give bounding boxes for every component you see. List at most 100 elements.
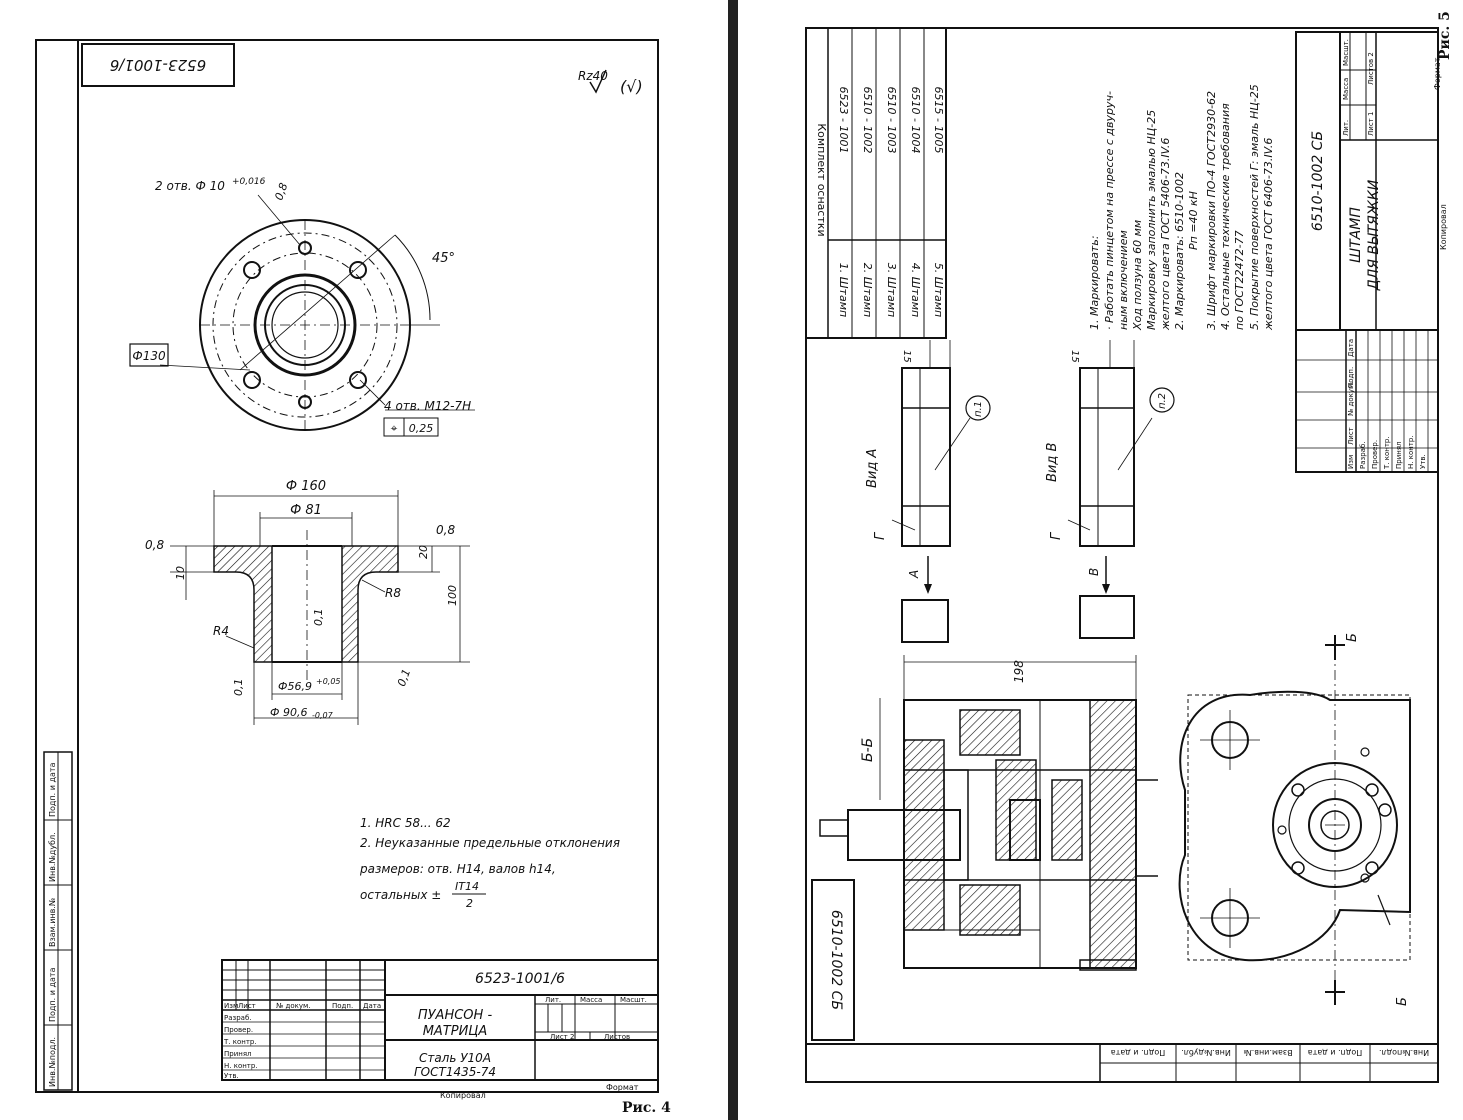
left-tb-row-4: Принял [224,1050,252,1058]
right-tb-col-sign: Подп. [1347,367,1355,388]
right-tb-row-6: Утв. [1419,454,1427,469]
roughness-symbol [589,69,607,94]
right-note-3: ным включением [1117,230,1130,330]
left-tb-part-name-1: ПУАНСОН - [418,1008,493,1023]
note-fraction-num: IT14 [455,880,479,893]
radius-r4: R4 [213,624,229,638]
view-b [1067,340,1175,639]
right-bottom-strip: Подп. и дата Инв.№дубл. Взам.инв.№ Подп.… [1099,1044,1438,1082]
radius-r8: R8 [385,586,401,600]
dim-160: Ф 160 [286,479,326,494]
dim-10: 10 [174,566,187,580]
right-tb-row-2: Провер. [1371,440,1379,469]
left-side-label-2: Подп. и дата [48,967,57,1022]
dim-90-6-tol: -0,07 [312,711,334,720]
position-tol-box [403,417,439,437]
kit-item-3-number: 6510 - 1003 [885,87,898,154]
left-tb-material-2: ГОСТ1435-74 [414,1065,496,1079]
view-a-label: Вид А [865,449,880,488]
left-tb-col-doc: № докум. [276,1002,311,1010]
left-side-label-3: Взам.инв.№ [48,897,57,947]
right-strip-label-3: Взам.инв.№ [1243,1048,1293,1057]
threads-callout: 4 отв. М12-7Н [384,399,471,413]
angle-dimension: 45° [432,251,455,266]
left-side-label-5: Подп. и дата [48,762,57,817]
book-gutter [728,0,738,1120]
left-tb-row-1: Разраб. [224,1014,252,1022]
right-tb-row-4: Принял [1395,441,1403,469]
right-stamp-box [811,879,855,1041]
right-note-13: желтого цвета ГОСТ 6406-73.IV.6 [1262,138,1275,331]
right-note-6: желтого цвета ГОСТ 5406-73.IV.6 [1159,138,1172,331]
cut-label-b-top: Б [1345,633,1360,642]
flange-section-view [170,490,470,725]
arrow-a-label: А [907,570,921,579]
left-tb-col-date: Дата [363,1002,381,1010]
right-notes: 1. Маркировать: · Работать пинцетом на п… [1088,84,1275,331]
left-tb-mass: Масса [580,996,602,1004]
kit-item-3-name: 3. Штамп [885,263,898,317]
right-tb-row-1: Разраб. [1359,441,1367,469]
right-note-4: Ход ползуна 60 мм [1131,220,1144,331]
diameter-130: Ф130 [132,349,166,363]
right-title-block: Изм Лист № докум. Подп. Дата Разраб. Про… [1295,31,1439,473]
right-tb-lit: Лит. [1342,120,1350,136]
right-tb-col-izm: Изм [1347,455,1355,469]
right-tb-col-doc: № докум. [1347,381,1355,416]
left-stamp-number: 6523-1001/6 [110,56,206,74]
right-tb-col-date: Дата [1347,339,1355,357]
kit-item-5-name: 5. Штамп [932,263,945,317]
label-g2: Г [1049,531,1064,540]
rough-01-inner: 0,1 [312,609,325,627]
roughness-alt: (√) [620,77,643,96]
left-tb-sheets: Листов [604,1033,630,1041]
holes-tolerance: +0,016 [232,177,266,187]
left-side-label-1: Инв.№подл. [48,1037,57,1087]
position-tol-symbol: ⌖ [391,421,398,435]
left-format-label: Формат [606,1083,639,1092]
plan-view [1178,635,1411,1005]
left-tb-doc-number: 6523-1001/6 [475,971,565,987]
kit-item-2-number: 6510 - 1002 [861,87,874,154]
kit-item-1-name: 1. Штамп [837,263,850,317]
right-tb-doc-number: 6510-1002 СБ [1310,131,1326,231]
left-title-block: Изм Лист № докум. Подп. Дата Разраб. Про… [221,959,659,1081]
label-g1: Г [873,531,888,540]
right-strip-label-5: Подп. и дата [1111,1048,1166,1057]
roughness-mark: Rz40 [578,69,608,83]
right-format-label: Формат [1433,57,1442,90]
diameter-130-box [129,343,169,367]
left-tb-sheet: Лист 2 [550,1033,574,1041]
right-note-7: 2. Маркировать: 6510-1002 [1173,172,1186,330]
section-bb-label: Б-Б [860,738,876,762]
left-note-4: остальных ± [360,888,441,902]
left-copied-label: Копировал [440,1091,486,1100]
dim-90-6: Ф 90,6 [270,706,307,719]
flange-top-view [159,194,475,431]
left-tb-col-sign: Подп. [332,1002,353,1010]
right-tb-sheets: Листов 2 [1367,52,1375,85]
left-tb-row-6: Утв. [224,1072,239,1080]
left-note-1: 1. HRC 58... 62 [360,816,451,830]
left-note-3: размеров: отв. Н14, валов h14, [359,862,556,876]
left-side-label-4: Инв.№дубл. [48,832,57,882]
left-tb-row-2: Провер. [224,1026,253,1034]
kit-header: Комплект оснастки [815,123,828,236]
section-bb [819,655,1158,971]
dim-15-a: 15 [901,350,912,363]
dim-15-b: 15 [1069,350,1080,363]
dim-81: Ф 81 [290,503,322,518]
kit-table: Комплект оснастки 1. Штамп 2. Штамп 3. Ш… [805,27,947,339]
left-tb-scale: Масшт. [620,996,647,1004]
right-strip-label-1: Инв.№подл. [1379,1048,1429,1057]
right-tb-sheet: Лист 1 [1367,112,1375,136]
left-tb-col-list: Лист [238,1002,256,1010]
dim-100: 100 [446,585,459,606]
left-tb-lit: Лит. [545,996,561,1004]
callout-2: п.2 [1157,393,1168,409]
position-tolerance: 0,25 [409,422,434,435]
right-tb-row-5: Н. контр. [1407,435,1415,469]
right-note-10: 4. Остальные технические требования [1219,103,1232,330]
rough-01-left: 0,1 [232,679,245,697]
kit-item-2-name: 2. Штамп [861,263,874,317]
